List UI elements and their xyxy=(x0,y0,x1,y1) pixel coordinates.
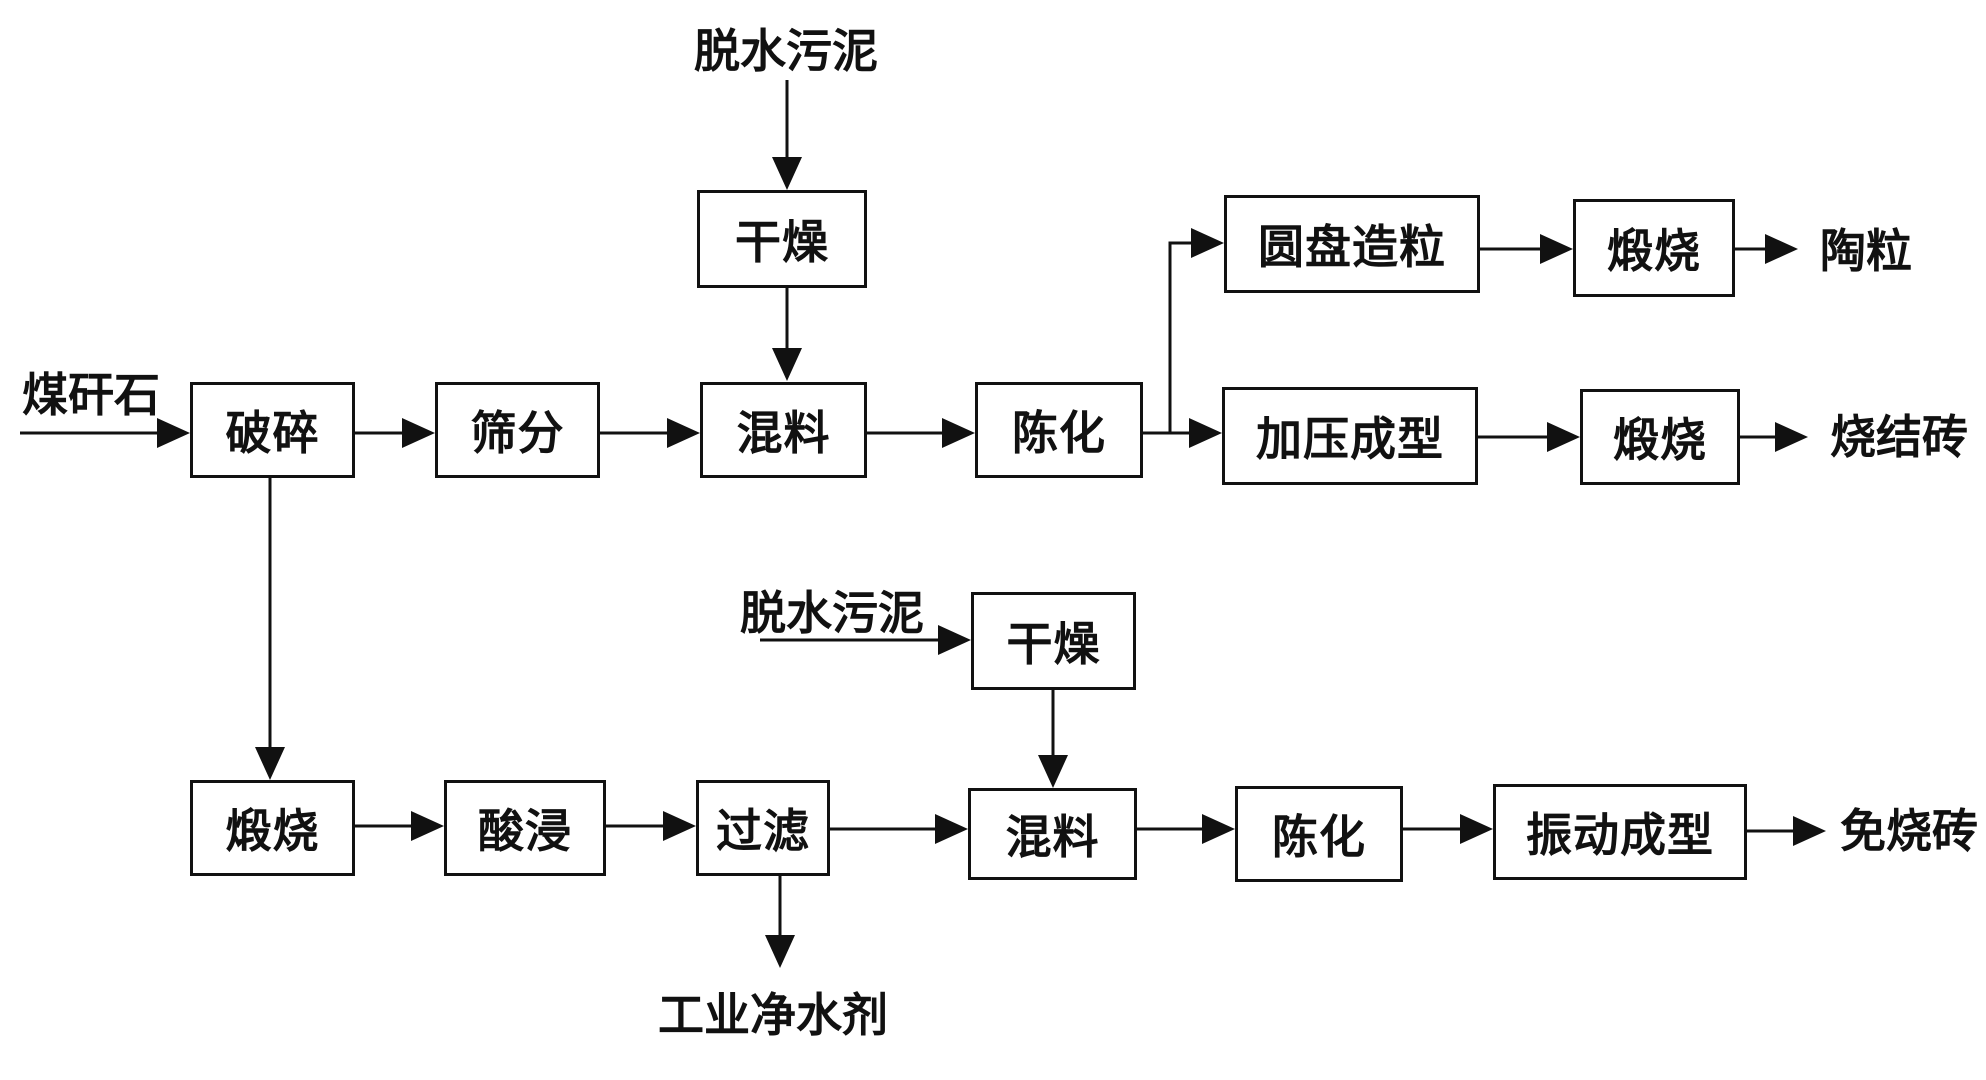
arrowhead xyxy=(1189,418,1222,448)
input-sludge-top: 脱水污泥 xyxy=(694,24,878,78)
node-dry-bottom: 干燥 xyxy=(971,592,1136,690)
byproduct-water-purifier: 工业净水剂 xyxy=(658,988,888,1042)
product-unfired-brick: 免烧砖 xyxy=(1840,804,1978,858)
arrowhead xyxy=(1191,228,1224,258)
arrowhead xyxy=(157,418,190,448)
arrowhead xyxy=(1540,234,1573,264)
arrowhead xyxy=(772,157,802,190)
arrowhead xyxy=(255,747,285,780)
arrowhead xyxy=(942,418,975,448)
input-gangue: 煤矸石 xyxy=(22,368,160,422)
node-acid-leach: 酸浸 xyxy=(444,780,606,876)
node-mix-bottom: 混料 xyxy=(968,788,1137,880)
arrowhead xyxy=(1038,755,1068,788)
arrowhead xyxy=(938,625,971,655)
node-filter: 过滤 xyxy=(696,780,830,876)
node-press: 加压成型 xyxy=(1222,387,1478,485)
arrowhead xyxy=(935,814,968,844)
node-age-top: 陈化 xyxy=(975,382,1143,478)
arrowhead xyxy=(667,418,700,448)
node-mix-top: 混料 xyxy=(700,382,867,478)
node-calcine-bottom: 煅烧 xyxy=(190,780,355,876)
node-calcine-ceramsite: 煅烧 xyxy=(1573,199,1735,297)
node-screen: 筛分 xyxy=(435,382,600,478)
arrowhead xyxy=(1775,422,1808,452)
node-crush: 破碎 xyxy=(190,382,355,478)
arrowhead xyxy=(765,935,795,968)
node-age-bottom: 陈化 xyxy=(1235,786,1403,882)
arrowhead xyxy=(1202,814,1235,844)
product-sintered-brick: 烧结砖 xyxy=(1830,410,1968,464)
node-vibrate: 振动成型 xyxy=(1493,784,1747,880)
node-granulate: 圆盘造粒 xyxy=(1224,195,1480,293)
arrowhead xyxy=(1460,814,1493,844)
arrowhead xyxy=(663,811,696,841)
input-sludge-bottom: 脱水污泥 xyxy=(740,586,924,640)
arrowhead xyxy=(772,348,802,381)
node-dry-top: 干燥 xyxy=(697,190,867,288)
product-ceramsite: 陶粒 xyxy=(1820,224,1912,278)
arrowhead xyxy=(1765,234,1798,264)
arrowhead xyxy=(402,418,435,448)
arrowhead xyxy=(1547,422,1580,452)
node-calcine-brick: 煅烧 xyxy=(1580,389,1740,485)
arrow-age-to-branches xyxy=(1143,241,1196,435)
arrowhead xyxy=(1793,816,1826,846)
arrowhead xyxy=(411,811,444,841)
